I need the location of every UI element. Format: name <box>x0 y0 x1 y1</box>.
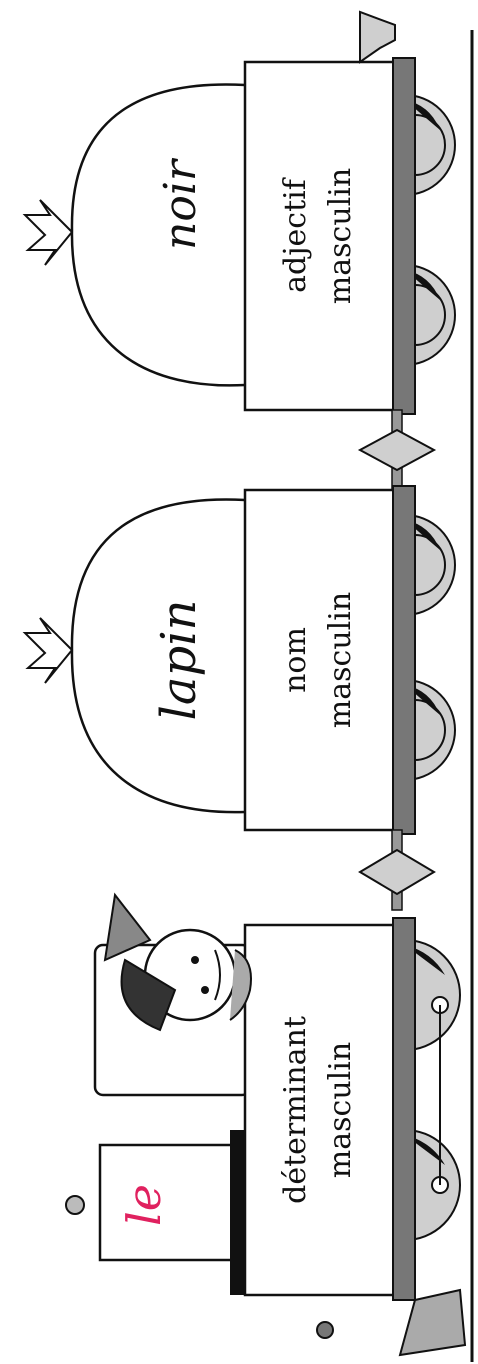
sack-knot-icon <box>22 617 73 684</box>
wagon-line1: déterminant <box>278 1016 313 1204</box>
cowcatcher-icon <box>398 1288 467 1357</box>
wagon-chassis <box>392 917 416 1301</box>
wagon-line2: masculin <box>323 168 358 304</box>
chimney-icon <box>65 1195 85 1215</box>
wagon-word: noir <box>155 157 206 250</box>
wagon-lapin: lapin nom masculin <box>22 485 456 835</box>
wagon-chassis <box>392 485 416 835</box>
buffer-icon <box>359 10 396 64</box>
wagon-word: le <box>117 1184 171 1226</box>
locomotive: le déterminant masculin <box>65 892 467 1357</box>
wagon-body <box>243 923 397 1297</box>
wagon-line2: masculin <box>323 592 358 728</box>
driver-boy-icon <box>103 892 252 1032</box>
wheel-icon <box>404 678 456 782</box>
wagon-word: lapin <box>151 600 207 721</box>
wagon-body <box>243 60 397 412</box>
wagon-line2: masculin <box>323 1042 358 1178</box>
lamp-icon <box>316 1321 334 1339</box>
wagon-chassis <box>392 57 416 415</box>
wagon-noir: noir adjectif masculin <box>22 10 456 415</box>
wagon-body <box>243 488 397 832</box>
coupling-icon <box>358 829 436 911</box>
wagon-line1: nom <box>278 627 313 693</box>
cab-window <box>98 1143 247 1262</box>
sack-shape <box>70 83 246 387</box>
wagon-line1: adjectif <box>278 177 313 293</box>
sack-knot-icon <box>22 199 73 266</box>
coupling-icon <box>357 409 437 491</box>
